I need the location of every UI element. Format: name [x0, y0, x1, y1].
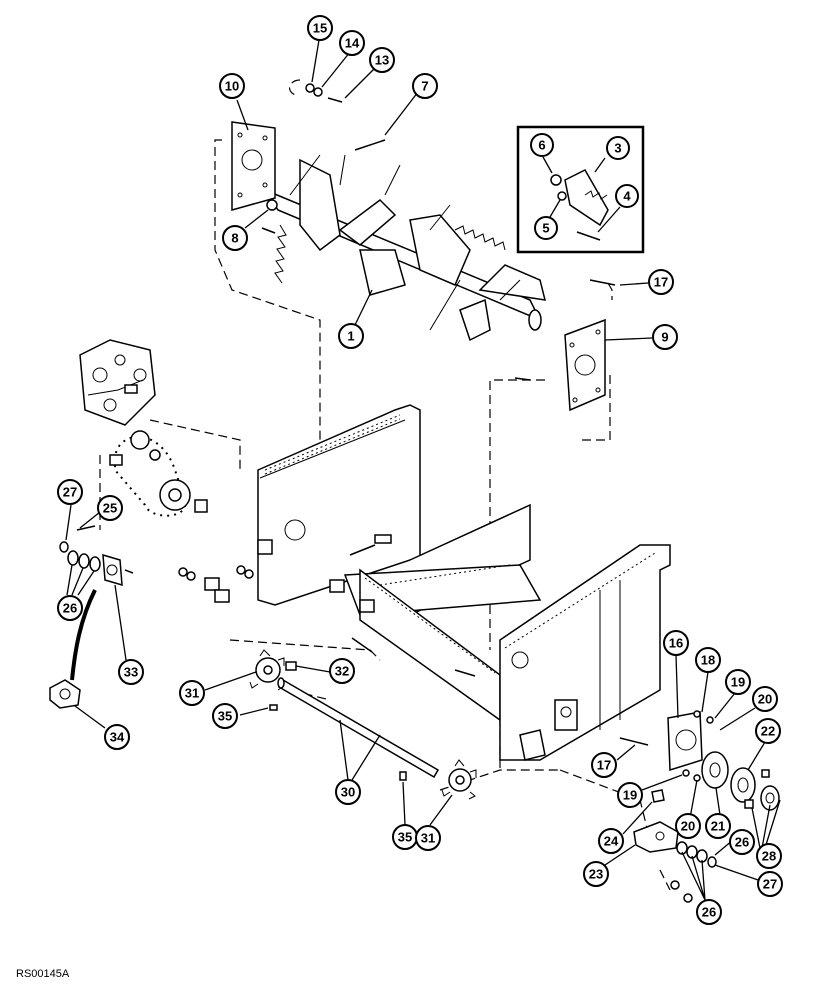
callout-label: 15	[313, 21, 327, 36]
callout-bubble: 22	[755, 718, 781, 744]
callout-label: 17	[654, 275, 668, 290]
callout-bubble: 26	[57, 595, 83, 621]
callout-label: 10	[225, 79, 239, 94]
callout-label: 35	[398, 830, 412, 845]
callout-label: 22	[761, 724, 775, 739]
chain-drive	[109, 430, 208, 517]
gearbox	[79, 339, 156, 426]
right-bearing-plate	[564, 318, 606, 412]
callout-label: 13	[375, 53, 389, 68]
callout-label: 31	[185, 686, 199, 701]
callouts: 15 14 13 7 10 6 3 4 5 8 17 9 1 27 25 26 …	[57, 15, 783, 925]
callout-bubble: 1	[338, 323, 364, 349]
callout-bubble: 18	[695, 647, 721, 673]
callout-label: 19	[623, 788, 637, 803]
callout-bubble: 7	[412, 73, 438, 99]
callout-bubble: 24	[598, 828, 624, 854]
callout-bubble: 20	[752, 686, 778, 712]
callout-bubble: 32	[329, 658, 355, 684]
callout-label: 18	[701, 653, 715, 668]
callout-label: 26	[735, 835, 749, 850]
callout-label: 34	[110, 730, 125, 745]
callout-bubble: 35	[392, 824, 418, 850]
callout-bubble: 28	[756, 843, 782, 869]
callout-bubble: 3	[606, 136, 630, 160]
callout-label: 33	[124, 665, 138, 680]
callout-bubble: 17	[591, 752, 617, 778]
callout-bubble: 19	[617, 782, 643, 808]
callout-bubble: 26	[696, 899, 722, 925]
callout-label: 19	[731, 675, 745, 690]
callout-label: 14	[345, 36, 360, 51]
callout-label: 31	[421, 831, 435, 846]
callout-bubble: 17	[648, 269, 674, 295]
callout-bubble: 20	[675, 813, 701, 839]
callout-bubble: 5	[534, 216, 558, 240]
callout-label: 35	[218, 709, 232, 724]
sprocket-lower	[441, 759, 477, 800]
callout-label: 32	[335, 664, 349, 679]
callout-bubble: 30	[335, 779, 361, 805]
callout-label: 25	[103, 501, 117, 516]
callout-bubble: 14	[339, 30, 365, 56]
left-bearing-stack	[49, 525, 134, 709]
sprocket-upper	[249, 649, 297, 691]
callout-label: 3	[614, 141, 621, 156]
callout-label: 20	[681, 819, 695, 834]
callout-label: 16	[669, 636, 683, 651]
callout-bubble: 33	[118, 659, 144, 685]
lower-shaft	[269, 677, 440, 781]
rotor-shaft-assembly	[263, 154, 547, 342]
callout-label: 9	[661, 330, 668, 345]
feeder-housing-frame	[257, 404, 671, 761]
callout-bubble: 23	[583, 861, 609, 887]
callout-label: 7	[421, 79, 428, 94]
callout-bubble: 35	[212, 703, 238, 729]
callout-bubble: 26	[729, 829, 755, 855]
callout-bubble: 27	[757, 871, 783, 897]
callout-label: 6	[538, 138, 545, 153]
callout-label: 27	[763, 877, 777, 892]
callout-label: 5	[542, 221, 549, 236]
callout-bubble: 15	[307, 15, 333, 41]
callout-label: 17	[597, 758, 611, 773]
callout-bubble: 9	[652, 324, 678, 350]
callout-bubble: 31	[415, 825, 441, 851]
callout-bubble: 16	[663, 630, 689, 656]
callout-bubble: 13	[369, 47, 395, 73]
left-bearing-plate	[231, 121, 276, 211]
callout-bubble: 27	[57, 479, 83, 505]
top-hardware	[261, 83, 616, 381]
callout-label: 1	[347, 329, 354, 344]
callout-bubble: 10	[219, 73, 245, 99]
callout-label: 27	[63, 485, 77, 500]
callout-label: 4	[623, 189, 631, 204]
leader-lines	[65, 39, 781, 901]
callout-label: 24	[604, 834, 619, 849]
callout-bubble: 34	[104, 724, 130, 750]
callout-label: 28	[762, 849, 776, 864]
reference-code: RS00145A	[16, 968, 70, 980]
callout-label: 20	[758, 692, 772, 707]
callout-bubble: 31	[179, 680, 205, 706]
right-bearing-stack	[619, 710, 780, 903]
callout-bubble: 25	[97, 495, 123, 521]
callout-bubble: 8	[222, 225, 248, 251]
callout-bubble: 21	[705, 813, 731, 839]
callout-label: 8	[231, 231, 238, 246]
callout-label: 23	[589, 867, 603, 882]
callout-label: 26	[702, 905, 716, 920]
callout-bubble: 4	[615, 184, 639, 208]
callout-label: 30	[341, 785, 355, 800]
callout-label: 21	[711, 819, 725, 834]
callout-bubble: 6	[530, 133, 554, 157]
mid-hardware	[178, 534, 476, 677]
callout-label: 26	[63, 601, 77, 616]
callout-bubble: 19	[725, 669, 751, 695]
